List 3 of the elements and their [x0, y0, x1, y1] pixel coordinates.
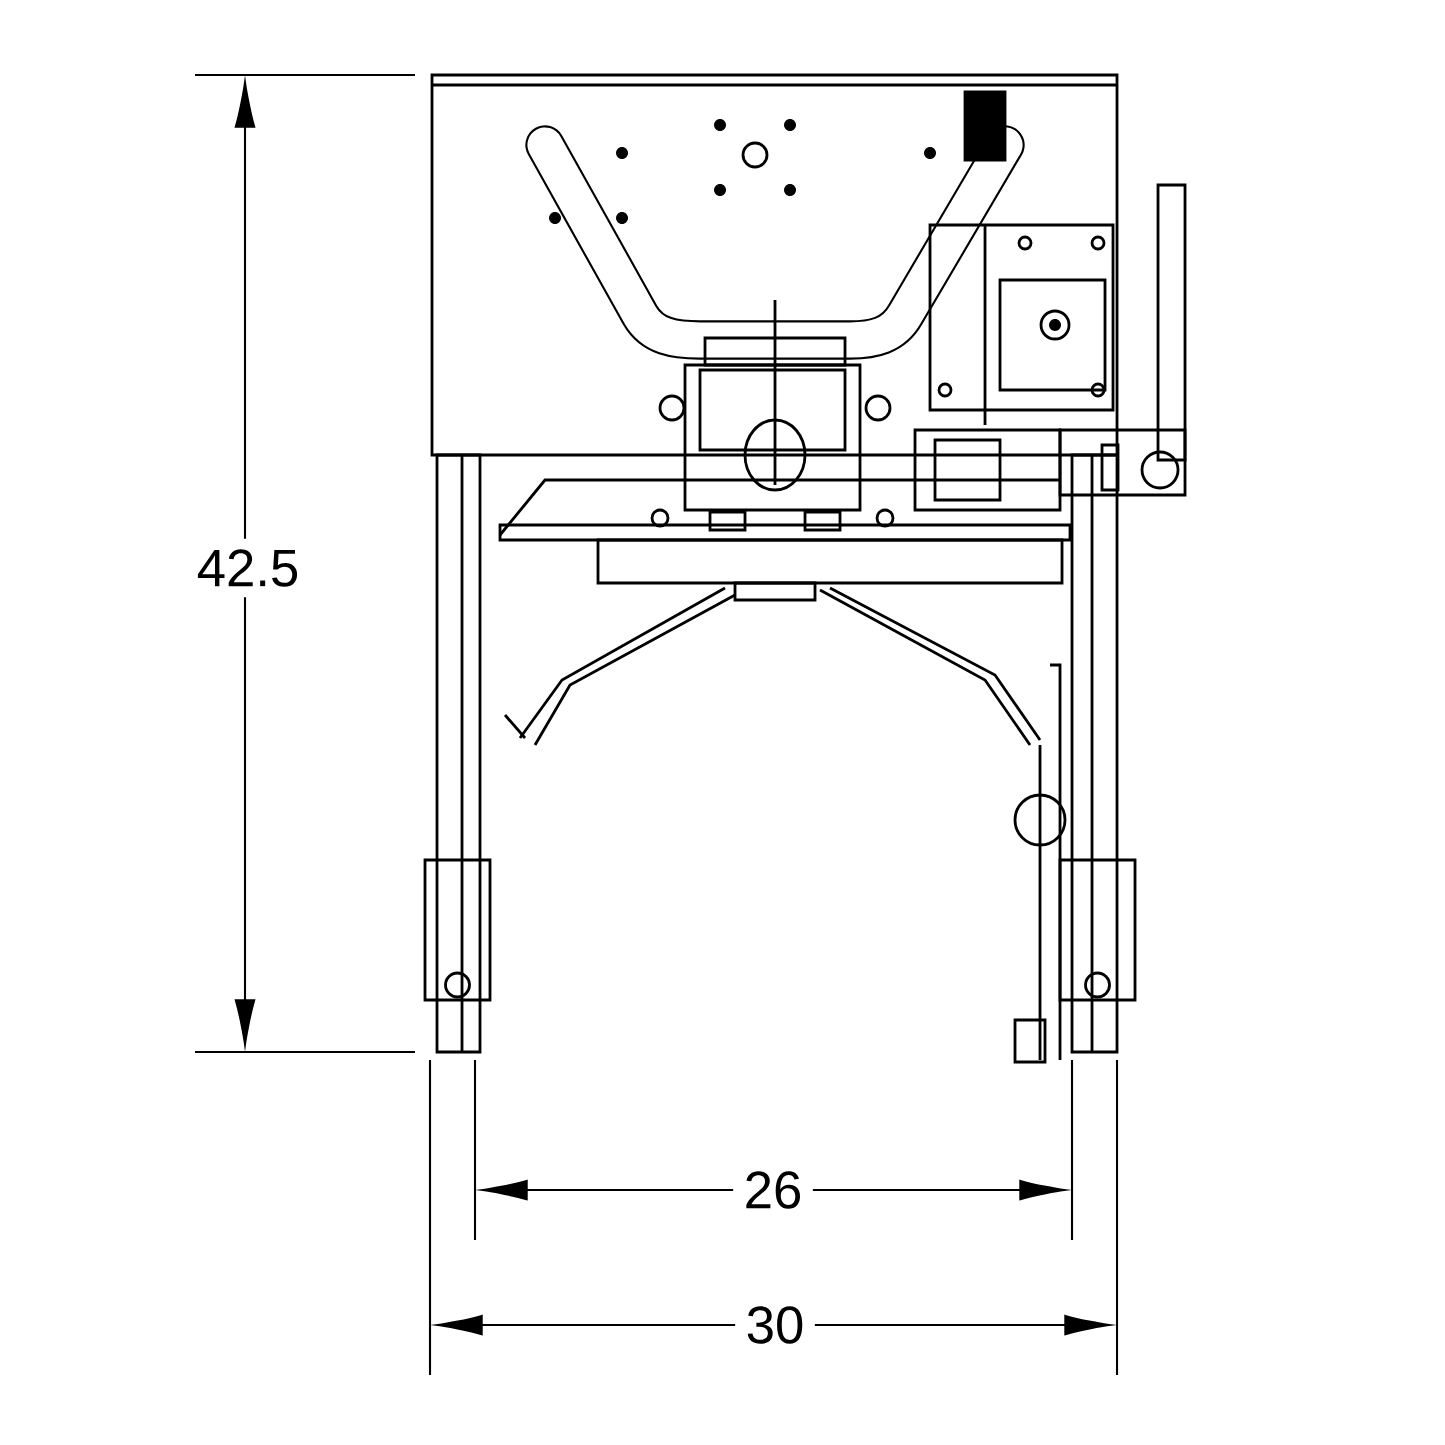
dimension-label: 42.5: [186, 538, 310, 598]
dimension-label: 30: [735, 1295, 815, 1355]
dimension-label: 26: [733, 1160, 813, 1220]
